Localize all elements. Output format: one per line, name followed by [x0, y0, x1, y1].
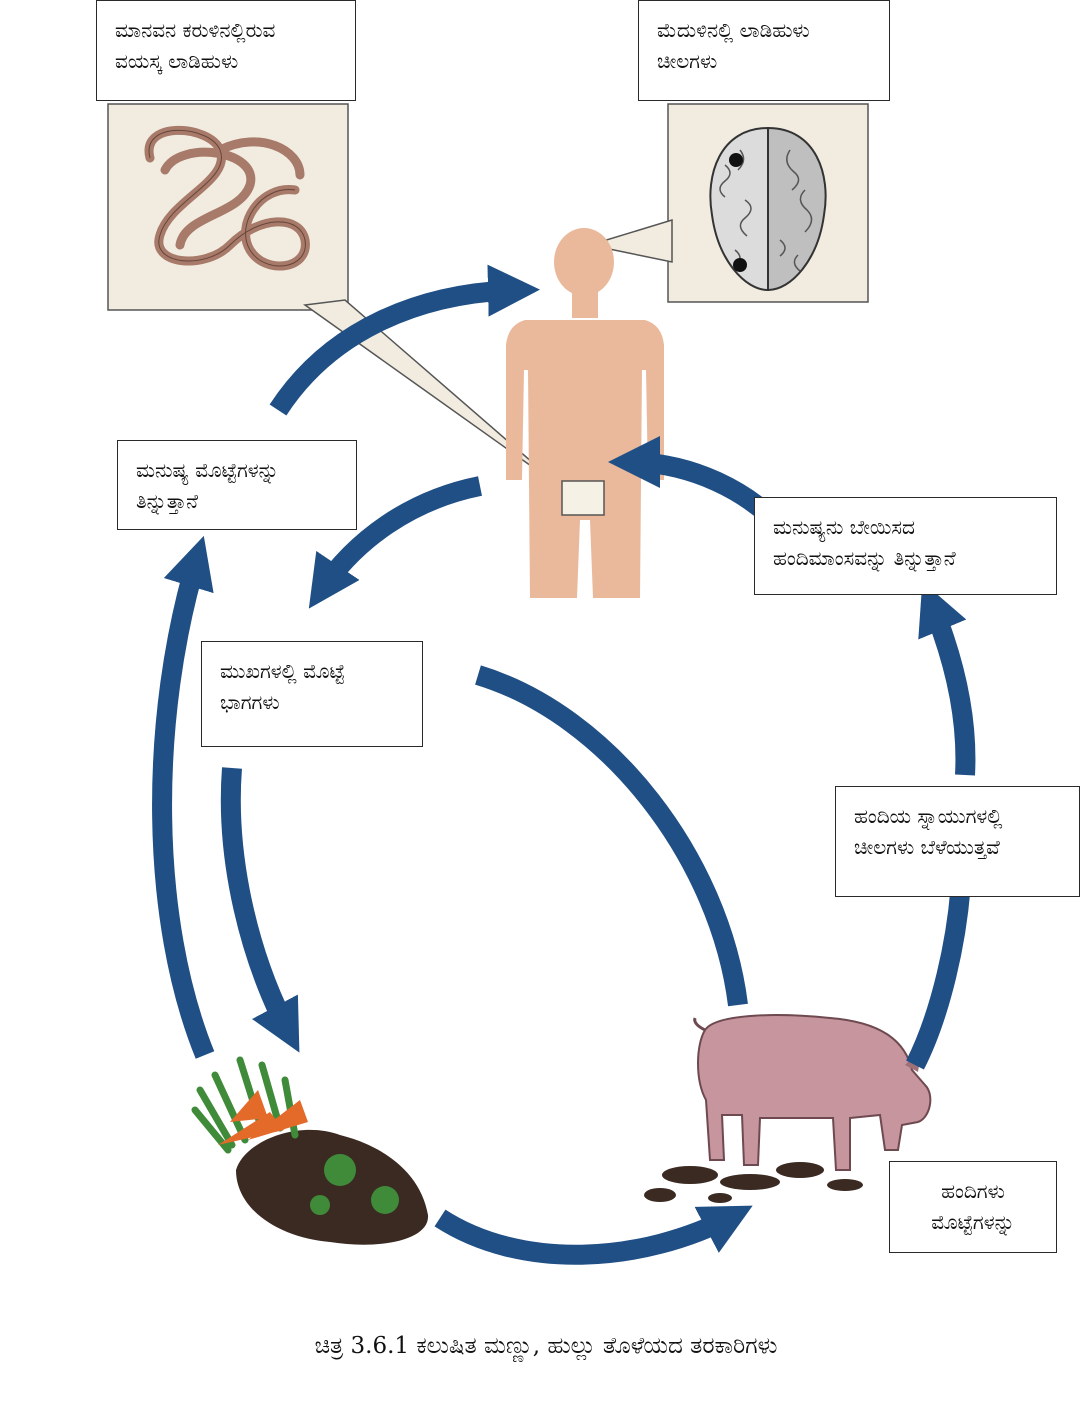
label-pigs-eggs: ಹಂದಿಗಳು ಮೊಟ್ಟೆಗಳನ್ನು — [889, 1161, 1057, 1253]
label-brain-cysts: ಮೆದುಳಿನಲ್ಲಿ ಲಾಡಿಹುಳು ಚೀಲಗಳು — [638, 0, 890, 101]
brain-panel — [668, 104, 868, 302]
arrow-soil-to-pig — [440, 1215, 735, 1255]
arrow-cysts-to-pork — [930, 600, 965, 775]
arrow-feces-to-pig — [478, 675, 738, 1005]
worm-panel — [108, 104, 348, 310]
cyst-dot — [733, 258, 747, 272]
label-adult-worms: ಮಾನವನ ಕರುಳಿನಲ್ಲಿರುವ ವಯಸ್ಕ ಲಾಡಿಹುಳು — [96, 0, 356, 101]
label-egg-segments: ಮುಖಗಳಲ್ಲಿ ಮೊಟ್ಟೆ ಭಾಗಗಳು — [201, 641, 423, 747]
vegetables-soil — [195, 1060, 428, 1245]
arrow-soil-to-human — [162, 555, 205, 1055]
human-figure — [506, 228, 664, 598]
label-human-eats-eggs: ಮನುಷ್ಯ ಮೊಟ್ಟೆಗಳನ್ನು ತಿನ್ನುತ್ತಾನೆ — [117, 440, 357, 530]
figure-caption: ಚಿತ್ರ 3.6.1 ಕಲುಷಿತ ಮಣ್ಣು, ಹುಲ್ಲು ತೊಳೆಯದ … — [0, 1333, 1092, 1359]
label-human-eats-pork: ಮನುಷ್ಯನು ಬೇಯಿಸದ ಹಂದಿಮಾಂಸವನ್ನು ತಿನ್ನುತ್ತಾ… — [754, 497, 1057, 595]
pig-figure — [695, 1015, 931, 1170]
arrow-feces-to-soil — [231, 768, 290, 1035]
label-pig-muscle-cysts: ಹಂದಿಯ ಸ್ನಾಯುಗಳಲ್ಲಿ ಚೀಲಗಳು ಬೆಳೆಯುತ್ತವೆ — [835, 786, 1080, 897]
intestine-inset — [562, 481, 604, 515]
cyst-dot — [729, 153, 743, 167]
pig-droppings — [644, 1162, 863, 1203]
